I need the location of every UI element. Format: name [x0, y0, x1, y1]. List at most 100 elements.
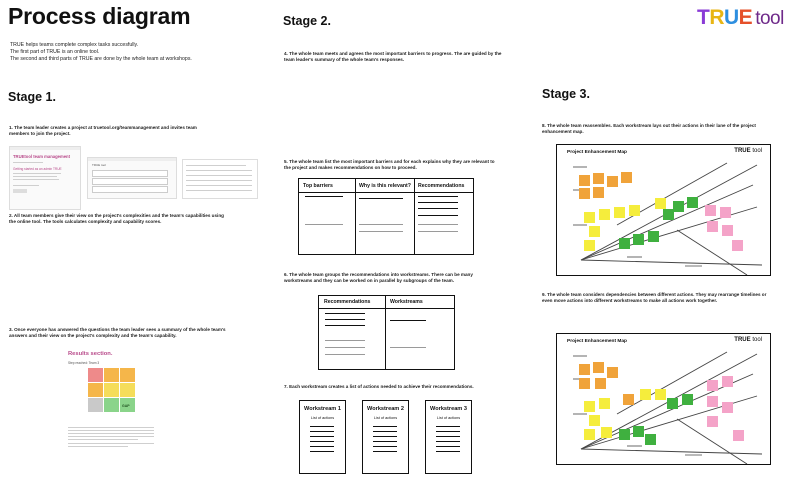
sticky-note — [673, 201, 684, 212]
table-header: Workstreams — [390, 299, 423, 305]
step-1: 1. The team leader creates a project at … — [9, 125, 197, 137]
sticky-note — [601, 427, 612, 438]
page-title: Process diagram — [8, 3, 191, 29]
sticky-note — [707, 221, 718, 232]
project-enhancement-map: Project Enhancement Map TRUE tool — [556, 333, 771, 465]
table-entry — [390, 320, 426, 322]
form-field — [92, 186, 168, 193]
table-header: Why is this relevant? — [359, 183, 411, 189]
sticky-note — [584, 240, 595, 251]
workstream-card: Workstream 1 List of actions — [299, 400, 346, 474]
sticky-note — [732, 240, 743, 251]
map-title: Project Enhancement Map — [567, 150, 627, 155]
logo-letter: U — [724, 6, 739, 29]
matrix-cell — [104, 383, 119, 397]
stage-1-heading: Stage 1. — [8, 90, 56, 104]
workstreams-table: Recommendations Workstreams — [318, 295, 455, 370]
table-entry — [325, 313, 365, 315]
sticky-note — [584, 401, 595, 412]
list-row — [186, 165, 246, 166]
sticky-note — [593, 362, 604, 373]
table-header-divider — [319, 308, 454, 310]
workstream-card: Workstream 3 List of actions — [425, 400, 472, 474]
action-line — [373, 426, 397, 428]
matrix-cell — [88, 368, 103, 382]
table-column-divider — [414, 179, 416, 254]
sticky-note — [623, 394, 634, 405]
text-line — [13, 179, 59, 180]
sticky-note — [682, 394, 693, 405]
table-entry — [418, 231, 458, 233]
table-header: Recommendations — [418, 183, 465, 189]
sticky-note — [621, 172, 632, 183]
results-subtitle: Step reached: Team 3 — [68, 361, 100, 365]
table-entry — [305, 196, 343, 198]
sticky-note — [595, 378, 606, 389]
screenshot-subheading: Getting started as an admin TRUE — [13, 167, 62, 171]
action-line — [310, 451, 334, 453]
action-line — [373, 436, 397, 438]
sticky-note — [599, 398, 610, 409]
workstream-title: Workstream 3 — [430, 406, 467, 412]
sticky-note — [640, 389, 651, 400]
sticky-note — [722, 402, 733, 413]
list-row — [186, 175, 252, 176]
step-6: 6. The whole team groups the recommendat… — [284, 272, 473, 284]
logo-letter: E — [738, 6, 753, 29]
sticky-note — [707, 396, 718, 407]
text-line — [68, 427, 154, 428]
sticky-note — [687, 197, 698, 208]
sticky-note — [645, 434, 656, 445]
step-9: 9. The whole team considers dependencies… — [542, 292, 767, 304]
text-line — [13, 185, 39, 186]
sticky-note — [579, 188, 590, 199]
form-field — [92, 170, 168, 177]
barriers-table: Top barriers Why is this relevant? Recom… — [298, 178, 474, 255]
sticky-note — [720, 207, 731, 218]
sticky-note — [655, 389, 666, 400]
sticky-note — [633, 234, 644, 245]
matrix-cell — [88, 383, 103, 397]
action-line — [373, 441, 397, 443]
sticky-note — [722, 225, 733, 236]
map-logo: TRUE tool — [734, 148, 762, 154]
screenshot-bar — [10, 147, 80, 150]
table-entry — [359, 231, 403, 233]
sticky-note — [607, 176, 618, 187]
action-line — [373, 446, 397, 448]
results-title: Results section. — [68, 351, 113, 357]
step-4: 4. The whole team meets and agrees the m… — [284, 51, 502, 63]
sticky-note — [593, 187, 604, 198]
matrix-cell — [104, 398, 119, 412]
matrix-cell — [120, 368, 135, 382]
map-logo-word: tool — [752, 337, 762, 343]
text-line — [68, 436, 154, 437]
table-entry — [418, 215, 458, 217]
step-2: 2. All team members give their view on t… — [9, 213, 224, 225]
text-line — [68, 443, 154, 444]
map-logo: TRUE tool — [734, 337, 762, 343]
sticky-note — [599, 209, 610, 220]
matrix-cell — [120, 398, 135, 412]
workstream-title: Workstream 1 — [304, 406, 341, 412]
sticky-note — [663, 209, 674, 220]
table-header-divider — [299, 192, 473, 194]
table-header: Top barriers — [303, 183, 333, 189]
stage-3-heading: Stage 3. — [542, 87, 590, 101]
matrix-cell — [104, 368, 119, 382]
sticky-note — [655, 198, 666, 209]
text-line — [68, 430, 154, 431]
workstream-card: Workstream 2 List of actions — [362, 400, 409, 474]
action-line — [310, 441, 334, 443]
sticky-note — [707, 380, 718, 391]
sticky-note — [667, 398, 678, 409]
logo-letter: R — [709, 6, 724, 29]
logo-word: tool — [755, 8, 784, 29]
text-line — [13, 176, 57, 177]
sticky-note — [648, 231, 659, 242]
action-line — [373, 451, 397, 453]
action-line — [436, 451, 460, 453]
list-row — [186, 170, 252, 171]
table-entry — [325, 354, 365, 356]
sticky-note — [607, 367, 618, 378]
